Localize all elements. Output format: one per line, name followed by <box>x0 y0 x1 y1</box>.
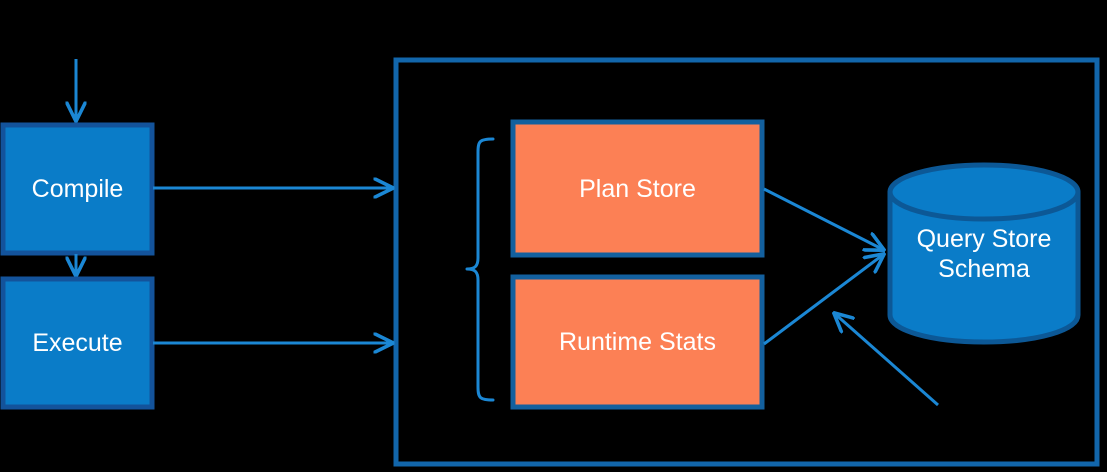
node-compile-box[interactable] <box>0 122 155 256</box>
connector-runtime-stats-to-schema <box>763 254 884 346</box>
node-runtime-stats-box[interactable] <box>510 274 765 410</box>
stores-brace <box>465 137 495 402</box>
node-execute-box[interactable] <box>0 276 155 410</box>
query-store-boundary <box>393 57 1100 467</box>
connector-plan-store-to-schema <box>763 187 884 250</box>
connector-external-to-schema <box>834 313 939 407</box>
node-query-store-schema-cylinder[interactable] <box>887 162 1081 345</box>
node-plan-store-box[interactable] <box>510 119 765 258</box>
